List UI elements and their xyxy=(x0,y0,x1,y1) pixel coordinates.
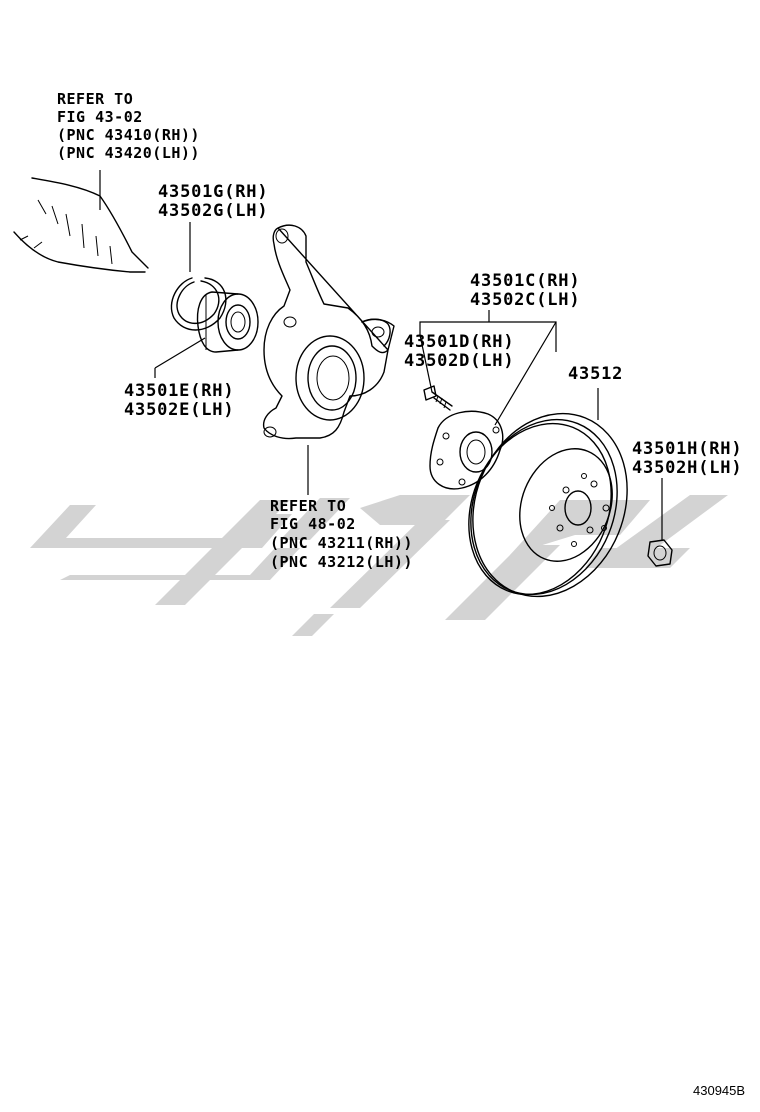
upper-refer-label-1: REFER TO xyxy=(57,90,133,108)
part-label-43512: 43512 xyxy=(568,364,623,384)
illustration-id: 430945B xyxy=(693,1083,746,1098)
drive-shaft-illustration xyxy=(13,177,149,273)
upper-refer-label-2: FIG 43-02 xyxy=(57,108,143,126)
part-label-43501e: 43501E(RH) xyxy=(124,381,234,401)
lower-refer-label-1: REFER TO xyxy=(270,497,346,515)
part-label-43501h: 43501H(RH) xyxy=(632,439,742,459)
part-label-43502h: 43502H(LH) xyxy=(632,458,742,478)
leader-lines xyxy=(99,170,663,540)
part-label-43502d: 43502D(LH) xyxy=(404,351,514,371)
upper-refer-label-3: (PNC 43410(RH)) xyxy=(57,126,200,144)
lower-refer-label-4: (PNC 43212(LH)) xyxy=(270,553,413,571)
lower-refer-label-2: FIG 48-02 xyxy=(270,515,356,533)
part-label-43502c: 43502C(LH) xyxy=(470,290,580,310)
part-label-43501c: 43501C(RH) xyxy=(470,271,580,291)
brake-disc-illustration xyxy=(468,412,628,598)
axle-hub-illustration xyxy=(429,410,504,490)
part-label-43501d: 43501D(RH) xyxy=(404,332,514,352)
part-label-43502g: 43502G(LH) xyxy=(158,201,268,221)
upper-refer-label-4: (PNC 43420(LH)) xyxy=(57,144,200,162)
bearing-illustration xyxy=(196,291,259,353)
part-label-43501g: 43501G(RH) xyxy=(158,182,268,202)
steering-knuckle-illustration xyxy=(262,224,395,440)
lower-refer-label-3: (PNC 43211(RH)) xyxy=(270,534,413,552)
part-labels: REFER TO FIG 43-02 (PNC 43410(RH)) (PNC … xyxy=(57,90,742,571)
part-label-43502e: 43502E(LH) xyxy=(124,400,234,420)
hub-nut-illustration xyxy=(647,539,673,567)
hub-bolt-illustration xyxy=(423,385,453,411)
snap-ring-illustration xyxy=(170,277,227,331)
